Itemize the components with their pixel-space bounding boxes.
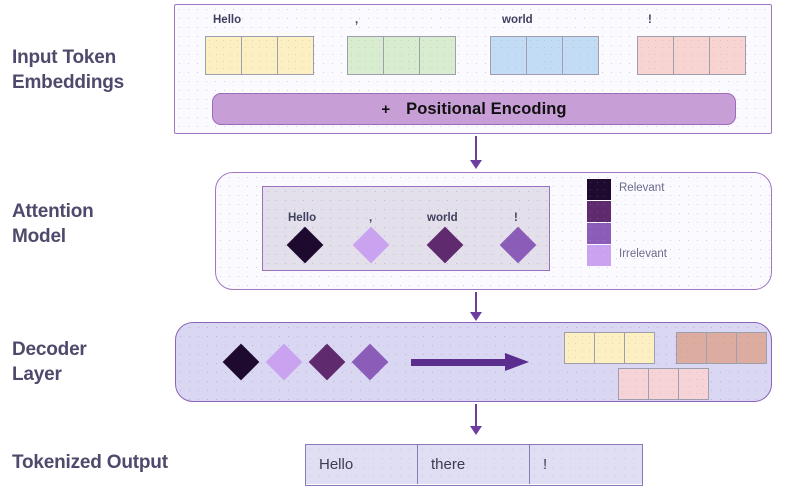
embedding-cell [490, 36, 527, 75]
arrow-head-icon [470, 312, 482, 321]
embedding-cell [648, 368, 679, 400]
embedding-cell [676, 332, 707, 364]
embedding-cell [618, 368, 649, 400]
decoder-output-strip-salmon [676, 332, 767, 364]
embedding-cell [526, 36, 563, 75]
arrow-head-icon [470, 426, 482, 435]
embedding-cell [277, 36, 314, 75]
input-embedding-strip-world [490, 36, 599, 75]
connector-arrow-attention-to-decoder [469, 292, 483, 322]
row-label-attention-model: Attention Model [12, 201, 94, 247]
legend-swatch-somewhat-relevant [587, 223, 611, 244]
output-cell-3: ! [530, 445, 642, 484]
legend-swatch-irrelevant [587, 245, 611, 266]
legend-swatch-relevant [587, 201, 611, 222]
decoder-output-strip-rose [618, 368, 709, 400]
arrow-head-icon [470, 160, 482, 169]
input-token-label-exclamation: ! [648, 14, 652, 26]
output-cell-2: there [418, 445, 530, 484]
embedding-cell [624, 332, 655, 364]
row-label-tokenized-output: Tokenized Output [12, 452, 168, 473]
row-label-decoder-layer: Decoder Layer [12, 339, 87, 385]
embedding-cell [673, 36, 710, 75]
legend-swatch-most-relevant [587, 179, 611, 200]
input-token-label-hello: Hello [213, 14, 242, 26]
legend-row-relevant: Relevant [587, 179, 697, 201]
embedding-cell [205, 36, 242, 75]
output-cell-1: Hello [306, 445, 418, 484]
embedding-cell [241, 36, 278, 75]
embedding-cell [419, 36, 456, 75]
embedding-cell [706, 332, 737, 364]
embedding-cell [678, 368, 709, 400]
embedding-cell [637, 36, 674, 75]
embedding-cell [347, 36, 384, 75]
decoder-output-strip-yellow [564, 332, 655, 364]
arrow-shaft [475, 404, 477, 427]
attention-token-label-exclamation: ! [514, 212, 518, 224]
connector-arrow-input-to-attention [469, 136, 483, 170]
attention-token-label-hello: Hello [288, 212, 317, 224]
arrow-head-icon [505, 353, 529, 371]
embedding-cell [383, 36, 420, 75]
attention-token-label-comma: , [369, 212, 373, 224]
legend-label-relevant: Relevant [619, 182, 665, 194]
embedding-cell [736, 332, 767, 364]
input-embedding-strip-comma [347, 36, 456, 75]
connector-arrow-decoder-to-output [469, 404, 483, 436]
arrow-shaft [475, 136, 477, 161]
arrow-shaft [411, 359, 509, 366]
embedding-cell [709, 36, 746, 75]
attention-token-label-world: world [427, 212, 458, 224]
row-label-input-token-embeddings: Input Token Embeddings [12, 47, 125, 93]
attention-relevance-legend: Relevant Irrelevant [587, 179, 697, 267]
positional-encoding-label: Positional Encoding [406, 99, 567, 118]
input-embedding-strip-hello [205, 36, 314, 75]
positional-encoding-bar: + Positional Encoding [212, 93, 736, 125]
tokenized-output-table: Hello there ! [305, 444, 643, 486]
legend-row-irrelevant: Irrelevant [587, 245, 697, 267]
arrow-shaft [475, 292, 477, 313]
embedding-cell [594, 332, 625, 364]
input-embedding-strip-exclamation [637, 36, 746, 75]
plus-sign: + [381, 100, 391, 118]
input-token-label-world: world [502, 14, 533, 26]
legend-row-mid [587, 223, 697, 245]
legend-label-irrelevant: Irrelevant [619, 248, 667, 260]
decoder-transform-arrow [411, 353, 529, 371]
legend-row-dark [587, 201, 697, 223]
embedding-cell [562, 36, 599, 75]
embedding-cell [564, 332, 595, 364]
input-token-label-comma: , [355, 14, 359, 26]
